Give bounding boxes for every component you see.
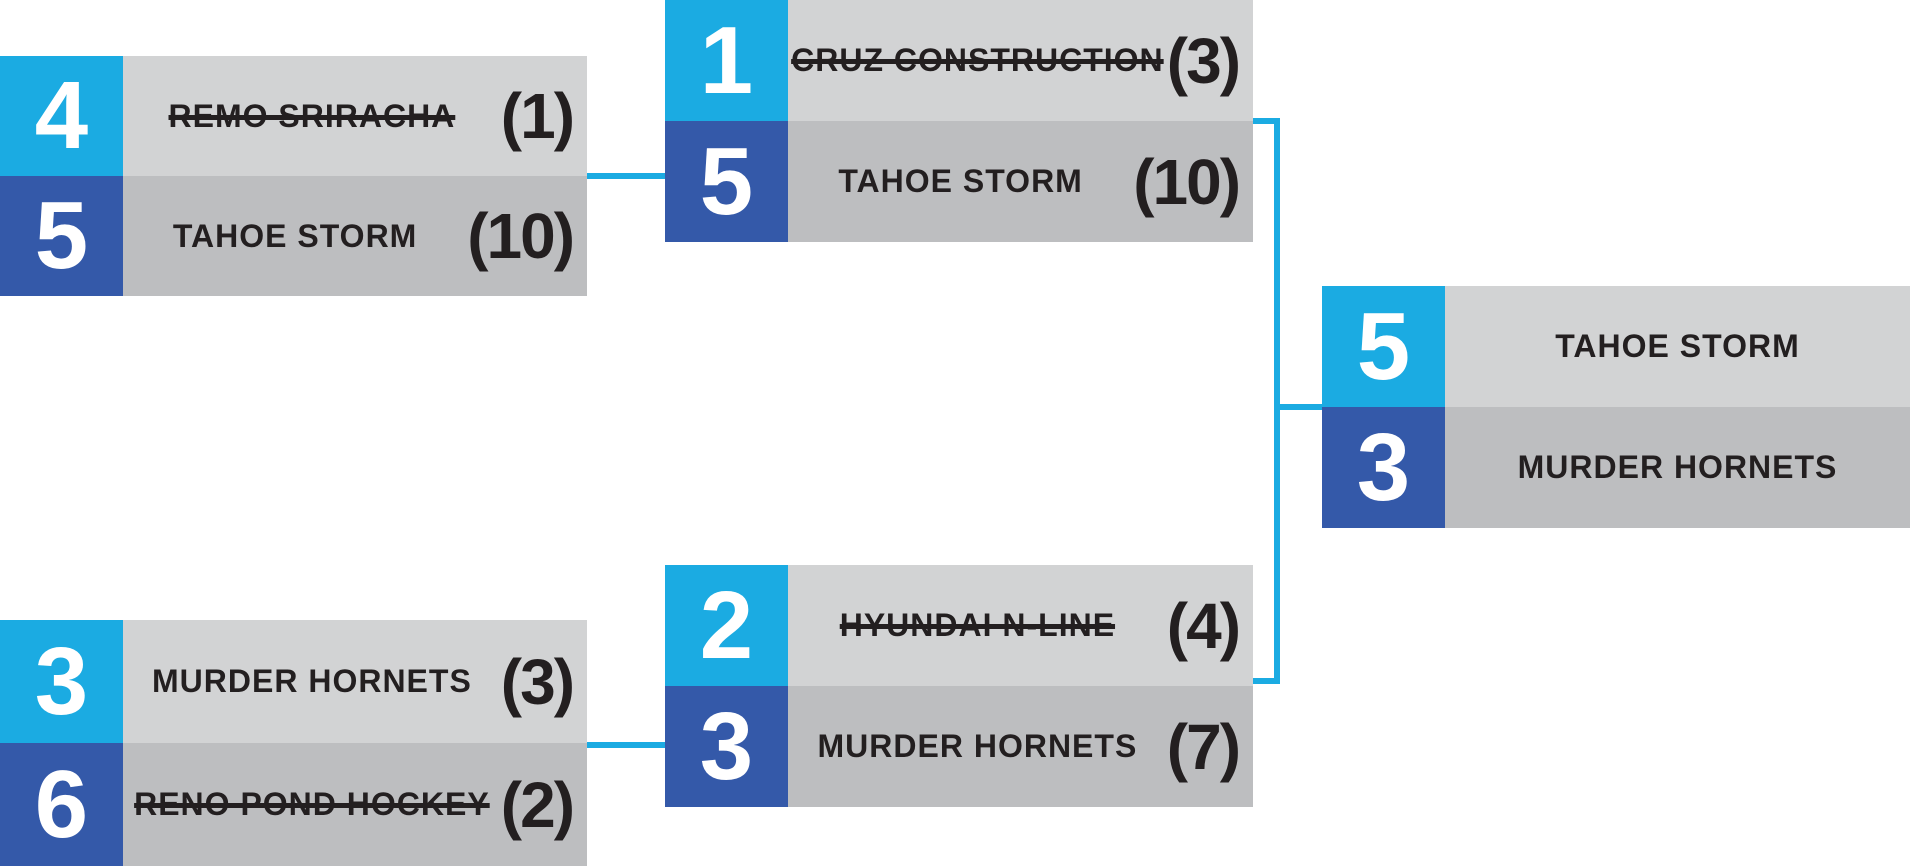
- seed-badge: 6: [0, 743, 123, 866]
- team-name: RENO POND HOCKEY: [134, 786, 490, 822]
- team-row: 5 TAHOE STORM (10): [665, 121, 1253, 242]
- team-score: (10): [467, 200, 575, 272]
- connector-line: [1274, 118, 1280, 684]
- team-score: (10): [1133, 145, 1241, 218]
- team-score: (3): [500, 645, 575, 718]
- connector-line: [1253, 118, 1280, 124]
- match-round1-bottom: 3 MURDER HORNETS (3) 6 RENO POND HOCKEY …: [0, 620, 587, 866]
- team-name: REMO SRIRACHA: [168, 97, 456, 134]
- team-bar: HYUNDAI N-LINE (4): [788, 565, 1253, 686]
- seed-badge: 4: [0, 56, 123, 176]
- team-name: MURDER HORNETS: [817, 728, 1138, 764]
- team-name: HYUNDAI N-LINE: [839, 607, 1116, 643]
- team-bar: MURDER HORNETS (3): [123, 620, 587, 743]
- match-round2-top: 1 CRUZ CONSTRUCTION (3) 5 TAHOE STORM (1…: [665, 0, 1253, 242]
- seed-badge: 5: [1322, 286, 1445, 407]
- team-bar: TAHOE STORM (10): [123, 176, 587, 296]
- team-bar: MURDER HORNETS (7): [788, 686, 1253, 807]
- team-row: 2 HYUNDAI N-LINE (4): [665, 565, 1253, 686]
- team-row: 6 RENO POND HOCKEY (2): [0, 743, 587, 866]
- seed-badge: 2: [665, 565, 788, 686]
- seed-badge: 3: [665, 686, 788, 807]
- team-row: 3 MURDER HORNETS: [1322, 407, 1910, 528]
- team-row: 3 MURDER HORNETS (7): [665, 686, 1253, 807]
- team-bar: CRUZ CONSTRUCTION (3): [788, 0, 1253, 121]
- connector-line: [587, 173, 665, 179]
- team-name: MURDER HORNETS: [1517, 449, 1838, 485]
- team-score: (1): [500, 80, 575, 152]
- connector-line: [1274, 404, 1322, 410]
- seed-badge: 5: [665, 121, 788, 242]
- team-bar: MURDER HORNETS: [1445, 407, 1910, 528]
- team-bar: TAHOE STORM (10): [788, 121, 1253, 242]
- seed-badge: 3: [1322, 407, 1445, 528]
- connector-line: [587, 742, 665, 748]
- team-score: (7): [1166, 710, 1241, 783]
- match-round1-top: 4 REMO SRIRACHA (1) 5 TAHOE STORM (10): [0, 56, 587, 296]
- team-name: CRUZ CONSTRUCTION: [791, 42, 1164, 78]
- team-bar: RENO POND HOCKEY (2): [123, 743, 587, 866]
- seed-badge: 5: [0, 176, 123, 296]
- team-bar: TAHOE STORM: [1445, 286, 1910, 407]
- team-name: MURDER HORNETS: [152, 663, 472, 699]
- connector-line: [1253, 678, 1280, 684]
- team-name: TAHOE STORM: [838, 163, 1083, 199]
- team-score: (2): [500, 768, 575, 841]
- team-score: (4): [1166, 589, 1241, 662]
- seed-badge: 3: [0, 620, 123, 743]
- match-final: 5 TAHOE STORM 3 MURDER HORNETS: [1322, 286, 1910, 528]
- team-row: 5 TAHOE STORM: [1322, 286, 1910, 407]
- team-row: 5 TAHOE STORM (10): [0, 176, 587, 296]
- team-row: 4 REMO SRIRACHA (1): [0, 56, 587, 176]
- match-round2-bottom: 2 HYUNDAI N-LINE (4) 3 MURDER HORNETS (7…: [665, 565, 1253, 807]
- team-name: TAHOE STORM: [1555, 328, 1800, 364]
- team-score: (3): [1166, 24, 1241, 97]
- seed-badge: 1: [665, 0, 788, 121]
- team-row: 3 MURDER HORNETS (3): [0, 620, 587, 743]
- team-name: TAHOE STORM: [172, 217, 418, 254]
- team-bar: REMO SRIRACHA (1): [123, 56, 587, 176]
- team-row: 1 CRUZ CONSTRUCTION (3): [665, 0, 1253, 121]
